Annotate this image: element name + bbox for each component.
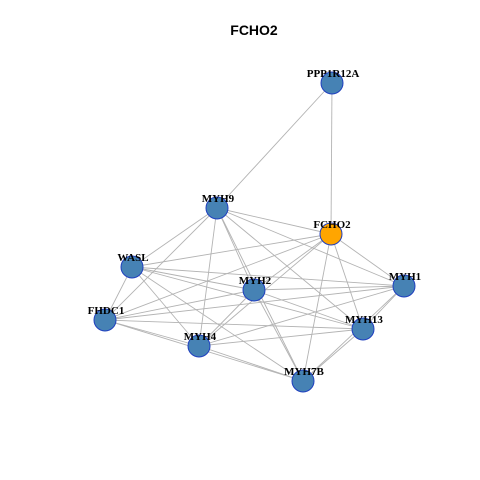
edge-myh9-myh2 xyxy=(216,207,255,291)
edge-ppp1r12a-myh9 xyxy=(216,82,333,209)
node-label-wasl: WASL xyxy=(117,252,148,264)
node-myh1[interactable] xyxy=(392,274,416,298)
edge-myh2-myh13 xyxy=(253,289,364,330)
node-label-myh2: MYH2 xyxy=(239,275,272,287)
node-myh7b[interactable] xyxy=(291,369,315,393)
edge-myh4-myh7b xyxy=(198,345,304,382)
edge-fcho2-myh1 xyxy=(330,233,405,287)
node-label-myh13: MYH13 xyxy=(345,314,383,326)
node-wasl[interactable] xyxy=(120,255,144,279)
edge-wasl-myh4 xyxy=(131,266,200,347)
node-label-ppp1r12a: PPP1R12A xyxy=(307,68,360,80)
graph-title: FCHO2 xyxy=(230,22,278,38)
edge-fcho2-wasl xyxy=(131,233,332,268)
edge-myh1-myh4 xyxy=(198,285,405,347)
edge-myh13-myh4 xyxy=(198,328,364,347)
node-label-fhdc1: FHDC1 xyxy=(88,305,125,317)
edge-ppp1r12a-fcho2 xyxy=(330,82,333,235)
node-myh13[interactable] xyxy=(351,317,375,341)
node-ppp1r12a[interactable] xyxy=(320,71,344,95)
nodes-layer xyxy=(93,71,416,393)
edge-myh9-fhdc1 xyxy=(104,207,218,321)
node-label-myh1: MYH1 xyxy=(389,271,421,283)
edge-myh2-myh4 xyxy=(198,289,255,347)
edge-myh13-myh7b xyxy=(302,328,364,382)
node-label-myh7b: MYH7B xyxy=(284,366,324,378)
edge-fhdc1-myh13 xyxy=(104,319,364,330)
edge-myh9-wasl xyxy=(131,207,218,268)
edge-fcho2-myh13 xyxy=(330,233,364,330)
node-myh2[interactable] xyxy=(242,278,266,302)
edge-fcho2-myh2 xyxy=(253,233,332,291)
edge-myh1-fhdc1 xyxy=(104,285,405,321)
edge-fcho2-myh7b xyxy=(302,233,332,382)
edge-wasl-myh1 xyxy=(131,266,405,287)
node-fcho2[interactable] xyxy=(319,222,343,246)
edge-myh2-fhdc1 xyxy=(104,289,255,321)
edge-myh9-myh4 xyxy=(198,207,218,347)
node-myh4[interactable] xyxy=(187,334,211,358)
edge-myh9-fcho2 xyxy=(216,207,332,235)
edge-myh9-myh1 xyxy=(216,207,405,287)
edge-wasl-myh2 xyxy=(131,266,255,291)
node-fhdc1[interactable] xyxy=(93,308,117,332)
edge-myh2-myh7b xyxy=(253,289,304,382)
edge-fcho2-fhdc1 xyxy=(104,233,332,321)
node-label-fcho2: FCHO2 xyxy=(313,219,351,231)
node-myh9[interactable] xyxy=(205,196,229,220)
node-label-myh9: MYH9 xyxy=(202,193,235,205)
edge-myh2-myh1 xyxy=(253,285,405,291)
edge-fhdc1-myh4 xyxy=(104,319,200,347)
node-label-myh4: MYH4 xyxy=(184,331,217,343)
